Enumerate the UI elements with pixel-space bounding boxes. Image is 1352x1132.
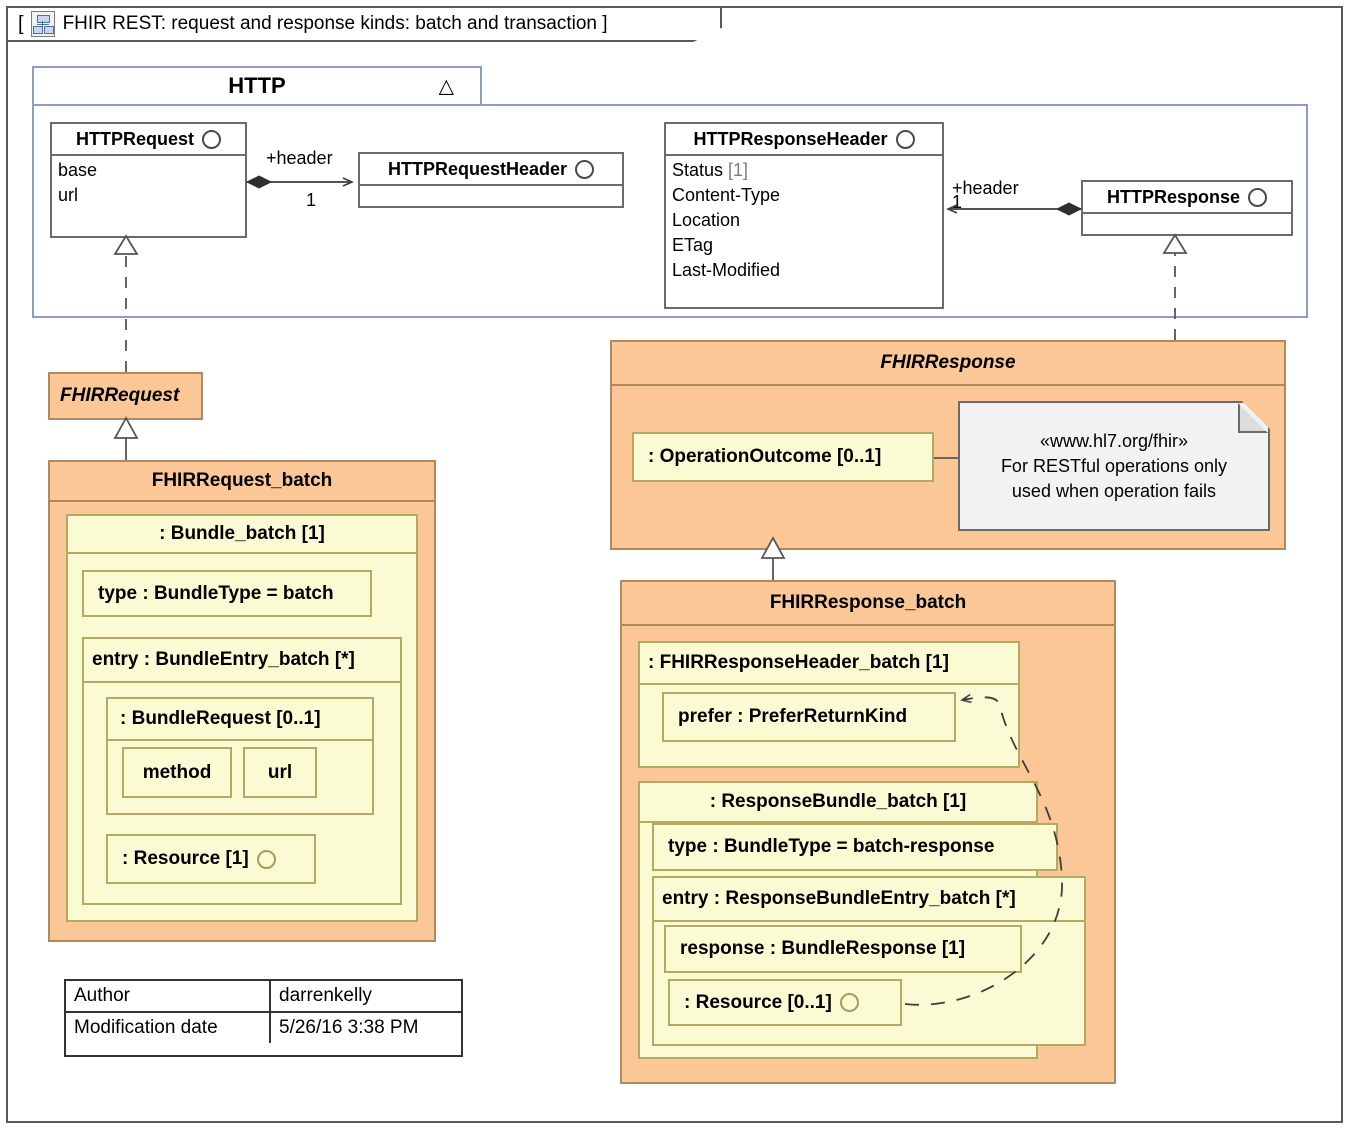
association-label-response-header-role: +header [952,178,1019,198]
attribute-base: base [58,160,98,180]
part-operation-outcome[interactable]: : OperationOutcome [0..1] [632,432,934,482]
tagged-values-table: Author darrenkelly Modification date 5/2… [64,979,463,1057]
property-bundle-type-batch[interactable]: type : BundleType = batch [82,570,372,617]
part-bundle-request-title: : BundleRequest [0..1] [108,699,372,741]
package-marker-icon: △ [438,75,454,98]
frame-open-bracket: [ [18,13,24,35]
class-http-request-header-name: HTTPRequestHeader [387,158,568,179]
attribute-status-multiplicity: [1] [728,160,749,180]
class-http-request-header-attributes [360,186,622,212]
part-resource-request[interactable]: : Resource [1] [106,834,316,884]
table-row: Author darrenkelly [66,981,461,1011]
tag-value-modification-date: 5/26/16 3:38 PM [279,1017,419,1038]
class-fhir-request-batch-name: FHIRRequest_batch [50,462,434,502]
diagram-frame-tab: [ FHIR REST: request and response kinds:… [6,6,722,42]
attribute-location: Location [672,210,741,230]
class-http-request-header-box[interactable]: HTTPRequestHeader [358,152,624,208]
class-http-response-title: HTTPResponse [1083,182,1291,214]
class-fhir-response-name: FHIRResponse [612,342,1284,386]
attribute-content-type: Content-Type [672,185,781,205]
class-http-response-header-title: HTTPResponseHeader [666,124,942,156]
part-fhir-response-header-batch-title: : FHIRResponseHeader_batch [1] [640,643,1018,685]
class-fhir-request-name: FHIRRequest [60,385,180,406]
class-http-response-attributes [1083,214,1291,240]
note-line-1: For RESTful operations only [1000,456,1228,476]
association-label-response-header-mult: 1 [952,192,963,212]
attribute-status: Status [1] [672,160,749,180]
part-response-bundle-entry-batch-title: entry : ResponseBundleEntry_batch [*] [654,878,1084,922]
tag-key-modification-date: Modification date [66,1013,271,1043]
part-bundle-entry-batch-title: entry : BundleEntry_batch [*] [84,639,400,683]
interface-circle-icon [202,129,221,149]
frame-close-bracket: ] [602,13,608,34]
class-http-response-header-name: HTTPResponseHeader [693,128,888,149]
class-http-request-attributes: base url [52,156,245,210]
part-resource-response-label: : Resource [0..1] [684,991,832,1013]
attribute-etag: ETag [672,235,714,255]
association-label-request-header-role: +header [266,148,333,168]
class-fhir-response-batch-name: FHIRResponse_batch [622,582,1114,626]
property-response-bundle-type[interactable]: type : BundleType = batch-response [652,823,1058,871]
table-row: Modification date 5/26/16 3:38 PM [66,1011,461,1043]
note-stereotype: «www.hl7.org/fhir» [1039,431,1189,451]
class-http-response-header-box[interactable]: HTTPResponseHeader Status [1] Content-Ty… [664,122,944,309]
interface-circle-icon [895,129,915,149]
diagram-title: FHIR REST: request and response kinds: b… [63,13,608,35]
class-fhir-request[interactable]: FHIRRequest [48,372,203,420]
part-resource-request-label: : Resource [1] [122,848,249,869]
interface-circle-icon [839,993,859,1012]
interface-circle-icon [1248,187,1268,207]
tag-value-author: darrenkelly [279,985,372,1006]
property-bundle-response[interactable]: response : BundleResponse [1] [664,925,1022,973]
interface-circle-icon [256,849,276,869]
attribute-last-modified: Last-Modified [672,260,781,280]
part-response-bundle-batch-title: : ResponseBundle_batch [1] [640,783,1036,823]
diagram-title-text: FHIR REST: request and response kinds: b… [62,13,597,34]
note-hl7-reference: «www.hl7.org/fhir» For RESTful operation… [958,401,1270,531]
package-http-name: HTTP [228,73,286,98]
association-label-request-header-mult: 1 [306,190,317,210]
interface-circle-icon [575,159,595,179]
package-http-tab: HTTP △ [32,66,482,106]
property-url[interactable]: url [243,747,317,798]
class-http-response-header-attributes: Status [1] Content-Type Location ETag La… [666,156,942,285]
class-http-request[interactable]: HTTPRequest base url [50,122,247,238]
attribute-url: url [58,185,79,205]
class-http-request-name: HTTPRequest [75,128,194,149]
class-http-response-name: HTTPResponse [1106,186,1241,207]
class-http-response-box[interactable]: HTTPResponse [1081,180,1293,236]
property-prefer[interactable]: prefer : PreferReturnKind [662,692,956,742]
tag-key-author: Author [66,981,271,1011]
part-bundle-batch-title: : Bundle_batch [1] [68,516,416,554]
class-http-request-header: HTTPRequest [52,124,245,156]
property-method[interactable]: method [122,747,232,798]
note-line-2: used when operation fails [1011,481,1217,501]
part-resource-response[interactable]: : Resource [0..1] [668,979,902,1026]
class-diagram-icon [30,11,55,37]
class-http-request-header-title: HTTPRequestHeader [360,154,622,186]
